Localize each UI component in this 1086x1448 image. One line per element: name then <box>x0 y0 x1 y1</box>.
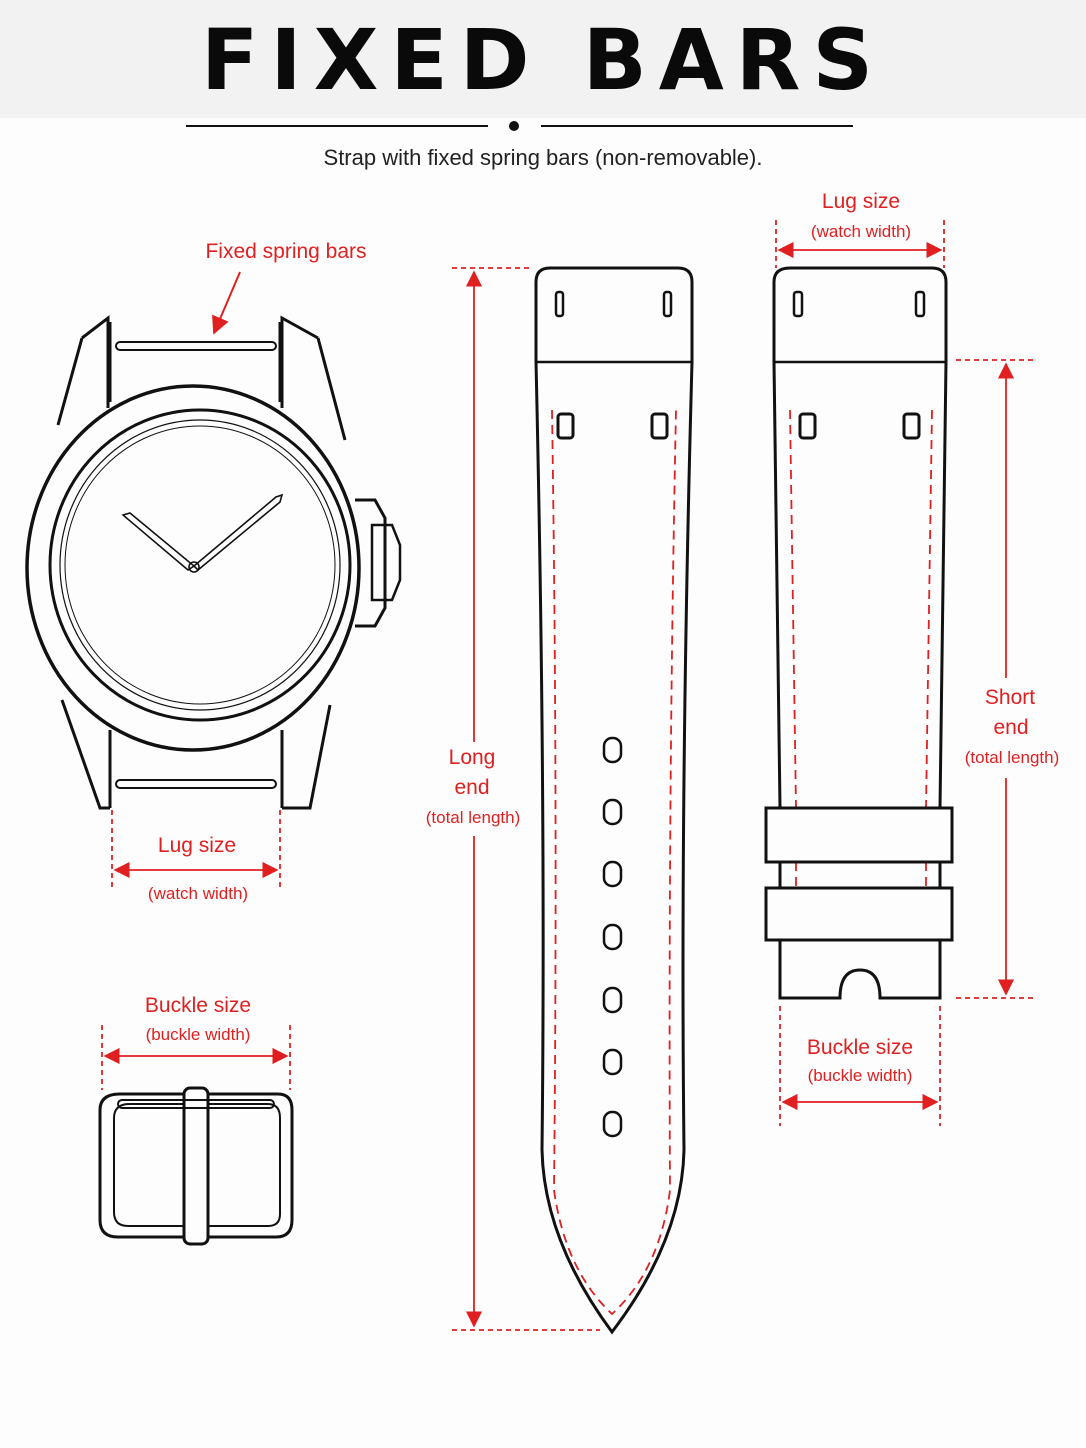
title-banner: FIXED BARS <box>0 0 1086 118</box>
long-strap <box>534 266 694 1335</box>
watch-illustration <box>25 314 402 810</box>
long-end-sublabel: (total length) <box>425 808 521 827</box>
short-lug-size-sublabel: (watch width) <box>810 222 912 241</box>
watch-lug-size-dimension <box>111 810 281 888</box>
strap-hole <box>602 1110 623 1138</box>
long-end-label-line2: end <box>454 776 490 799</box>
divider-dot <box>509 121 519 131</box>
watch-lug-size-label: Lug size <box>157 834 237 857</box>
divider-line-right <box>541 125 853 127</box>
strap-hole <box>602 986 623 1014</box>
short-end-dimension <box>956 359 1034 999</box>
strap-hole <box>602 736 623 764</box>
short-buckle-size-label: Buckle size <box>806 1036 914 1059</box>
strap-hole <box>602 923 623 951</box>
short-end-label-line1: Short <box>984 686 1036 709</box>
page-subtitle: Strap with fixed spring bars (non-remova… <box>323 145 763 170</box>
short-end-sublabel: (total length) <box>964 748 1060 767</box>
buckle-size-label: Buckle size <box>144 994 252 1017</box>
long-strap-stitching <box>551 409 677 1316</box>
spring-bar-bottom <box>115 779 277 789</box>
long-end-dimension <box>452 267 600 1331</box>
strap-hole <box>602 1048 623 1076</box>
short-end-label-line2: end <box>993 716 1029 739</box>
short-buckle-size-dimension <box>779 1006 941 1126</box>
keeper-loop-top <box>764 806 954 864</box>
short-strap-stitching <box>789 409 933 888</box>
spring-bars-pointer <box>212 271 241 335</box>
strap-hole <box>602 798 623 826</box>
spring-bar-top <box>115 341 277 351</box>
buckle-size-sublabel: (buckle width) <box>145 1025 251 1044</box>
watch-lug-size-sublabel: (watch width) <box>147 884 249 903</box>
short-lug-size-label: Lug size <box>821 190 901 213</box>
short-strap <box>772 266 948 1000</box>
buckle-bar <box>117 1099 275 1109</box>
strap-holes <box>602 736 623 1138</box>
keeper-loop-bottom <box>764 886 954 942</box>
buckle-illustration <box>98 1086 294 1246</box>
long-end-label-line1: Long <box>448 746 496 769</box>
fixed-spring-bars-label: Fixed spring bars <box>205 240 367 263</box>
strap-hole <box>602 860 623 888</box>
buckle-size-dimension <box>101 1025 291 1090</box>
divider-line-left <box>186 125 488 127</box>
page-title: FIXED BARS <box>201 11 885 109</box>
short-buckle-size-sublabel: (buckle width) <box>807 1066 913 1085</box>
short-lug-size-dimension <box>775 220 945 268</box>
